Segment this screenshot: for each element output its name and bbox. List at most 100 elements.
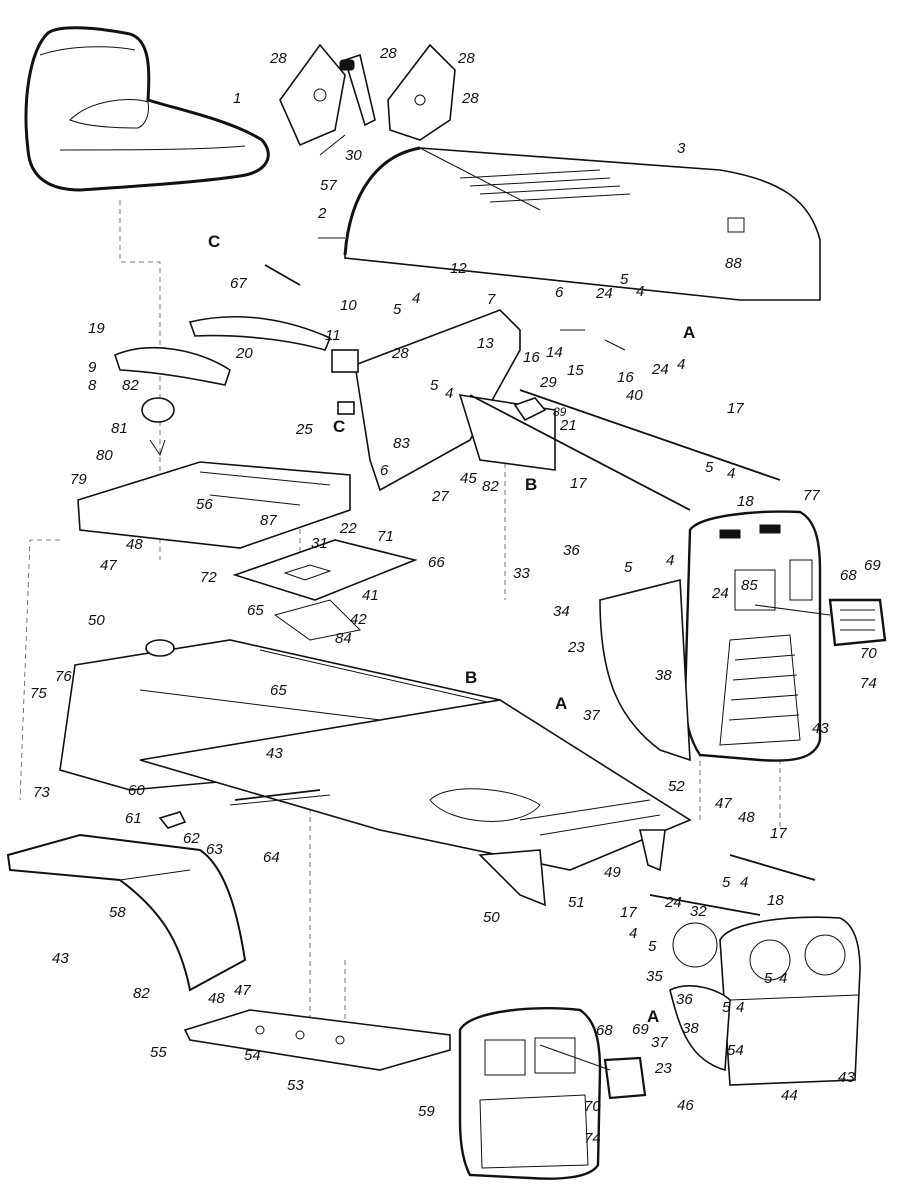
label-69a: 69 (864, 557, 881, 574)
label-82c: 82 (133, 985, 150, 1002)
label-71: 71 (377, 528, 394, 545)
dash-panel-part (331, 309, 556, 492)
label-74b: 74 (584, 1130, 601, 1147)
label-42: 42 (350, 611, 367, 628)
label-52: 52 (668, 778, 685, 795)
label-88: 88 (725, 255, 742, 272)
label-4f: 4 (666, 552, 674, 569)
battery-plate-part (232, 539, 418, 641)
label-61: 61 (125, 810, 142, 827)
label-37a: 37 (583, 707, 600, 724)
label-75: 75 (30, 685, 47, 702)
label-25: 25 (295, 421, 313, 438)
label-62: 62 (183, 830, 200, 847)
alt-grille-back-part (669, 916, 861, 1086)
label-47c: 47 (234, 982, 251, 999)
label-28c: 28 (457, 50, 475, 67)
label-28b: 28 (379, 45, 397, 62)
label-72: 72 (200, 569, 217, 586)
label-48b: 48 (738, 809, 755, 826)
label-48a: 48 (126, 536, 143, 553)
label-24d: 24 (664, 894, 682, 911)
frame-body-part (59, 639, 692, 907)
hood-part (343, 146, 821, 301)
label-15: 15 (567, 362, 584, 379)
label-4e: 4 (727, 465, 735, 482)
footrest-part (183, 1009, 451, 1071)
label-40: 40 (626, 387, 643, 404)
label-83: 83 (393, 435, 410, 452)
label-28e: 28 (391, 345, 409, 362)
label-79: 79 (70, 471, 87, 488)
label-68a: 68 (840, 567, 857, 584)
label-82b: 82 (482, 478, 499, 495)
label-24c: 24 (711, 585, 729, 602)
label-12: 12 (450, 260, 467, 277)
label-17a: 17 (727, 400, 744, 417)
label-35: 35 (646, 968, 663, 985)
label-84: 84 (335, 630, 352, 647)
ref-letter-c-mid: C (333, 417, 345, 436)
label-80: 80 (96, 447, 113, 464)
label-23a: 23 (567, 639, 585, 656)
label-3: 3 (677, 140, 686, 157)
label-5f: 5 (722, 874, 731, 891)
label-6a: 6 (555, 284, 564, 301)
label-23b: 23 (654, 1060, 672, 1077)
label-60: 60 (128, 782, 145, 799)
label-65b: 65 (270, 682, 287, 699)
label-29: 29 (539, 374, 557, 391)
label-46: 46 (677, 1097, 694, 1114)
ref-letter-c-top: C (208, 232, 220, 251)
label-14: 14 (546, 344, 563, 361)
label-10: 10 (340, 297, 357, 314)
label-6b: 6 (380, 462, 389, 479)
label-22: 22 (339, 520, 357, 537)
label-54a: 54 (244, 1047, 261, 1064)
label-4b: 4 (636, 283, 644, 300)
label-38a: 38 (655, 667, 672, 684)
label-47b: 47 (715, 795, 732, 812)
label-57: 57 (320, 177, 337, 194)
label-82a: 82 (122, 377, 139, 394)
label-43b: 43 (266, 745, 283, 762)
label-5h: 5 (764, 970, 773, 987)
label-16b: 16 (617, 369, 634, 386)
label-5a: 5 (393, 301, 402, 318)
label-5d: 5 (705, 459, 714, 476)
label-58: 58 (109, 904, 126, 921)
label-54b: 54 (727, 1042, 744, 1059)
fender-pan-part (77, 461, 351, 549)
label-38b: 38 (682, 1020, 699, 1037)
label-74a: 74 (860, 675, 877, 692)
label-34: 34 (553, 603, 570, 620)
label-13: 13 (477, 335, 494, 352)
label-7: 7 (487, 291, 496, 308)
label-31: 31 (311, 535, 328, 552)
label-67: 67 (230, 275, 247, 292)
label-47a: 47 (100, 557, 117, 574)
label-51: 51 (568, 894, 585, 911)
label-5i: 5 (722, 999, 731, 1016)
label-4j: 4 (736, 999, 744, 1016)
label-19: 19 (88, 320, 105, 337)
rear-fender-part (6, 833, 247, 992)
label-11: 11 (325, 327, 341, 344)
label-65a: 65 (247, 602, 264, 619)
label-30: 30 (345, 147, 362, 164)
label-36a: 36 (563, 542, 580, 559)
rods-and-cables (158, 237, 816, 916)
label-77: 77 (803, 487, 820, 504)
label-28d: 28 (461, 90, 479, 107)
label-4a: 4 (412, 290, 420, 307)
label-4h: 4 (629, 925, 637, 942)
grille-side-panel-part (599, 578, 691, 762)
label-4c: 4 (677, 356, 685, 373)
label-18a: 18 (737, 493, 754, 510)
label-5c: 5 (430, 377, 439, 394)
label-28a: 28 (269, 50, 287, 67)
part-number-labels: 1 28 28 28 28 30 3 57 2 88 67 12 7 10 5 … (30, 45, 881, 1147)
label-17c: 17 (770, 825, 787, 842)
label-55: 55 (150, 1044, 167, 1061)
